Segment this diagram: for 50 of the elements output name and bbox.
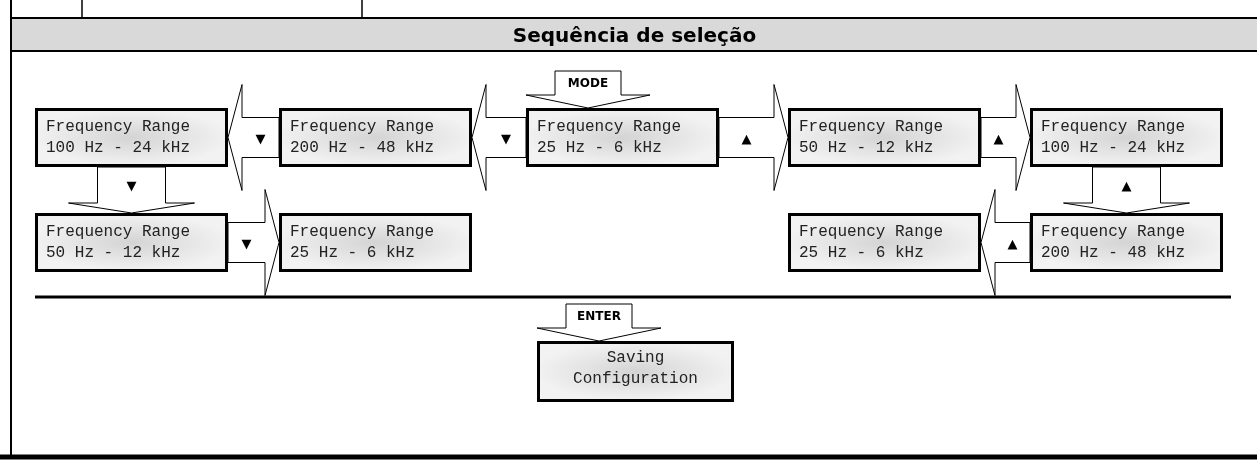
display-text: Frequency Range [1041,222,1187,243]
display-box [537,341,734,402]
display-box [35,213,228,272]
display-box [788,108,981,167]
title: Sequência de seleção [12,19,1257,50]
block-arrow [525,70,651,109]
display-text: 25 Hz - 6 kHz [290,243,416,264]
display-text: 50 Hz - 12 kHz [799,138,935,159]
display-text: Frequency Range [290,117,436,138]
display-text: 100 Hz - 24 kHz [1041,138,1187,159]
edge-label: ▼ [501,130,511,145]
edge-label: MODE [567,76,609,90]
edge-label: ▲ [1007,235,1018,250]
display-text: 200 Hz - 48 kHz [290,138,436,159]
edge-label: ▲ [1121,177,1132,193]
edge-label: ▲ [741,130,752,145]
display-box [788,213,981,272]
display-text: Saving Configuration [572,348,699,390]
display-text: 25 Hz - 6 kHz [537,138,663,159]
display-box [1030,108,1223,167]
edge-label: ▲ [993,130,1004,145]
display-box [526,108,719,167]
block-arrow [980,84,1031,191]
block-arrow [471,84,527,191]
block-arrow [227,84,280,191]
display-text: Frequency Range [799,117,945,138]
display-text: Frequency Range [1041,117,1187,138]
display-text: Frequency Range [290,222,436,243]
edge-label: ENTER [577,309,621,323]
display-box [279,108,472,167]
block-arrow [536,303,662,342]
edge-label: ▼ [241,235,252,250]
display-text: 100 Hz - 24 kHz [46,138,192,159]
block-arrow [227,189,280,296]
edge-label: ▼ [126,177,137,193]
display-text: Frequency Range [799,222,945,243]
display-text: Frequency Range [537,117,683,138]
block-arrow [1063,166,1190,214]
display-box [279,213,472,272]
display-text: Frequency Range [46,117,192,138]
edge-label: ▼ [255,130,266,145]
block-arrow [718,84,789,191]
display-text: 50 Hz - 12 kHz [46,243,182,264]
display-text: 25 Hz - 6 kHz [799,243,925,264]
display-box [35,108,228,167]
block-arrow [68,166,195,214]
block-arrow [980,189,1031,296]
display-text: Frequency Range [46,222,192,243]
display-box [1030,213,1223,272]
display-text: 200 Hz - 48 kHz [1041,243,1187,264]
